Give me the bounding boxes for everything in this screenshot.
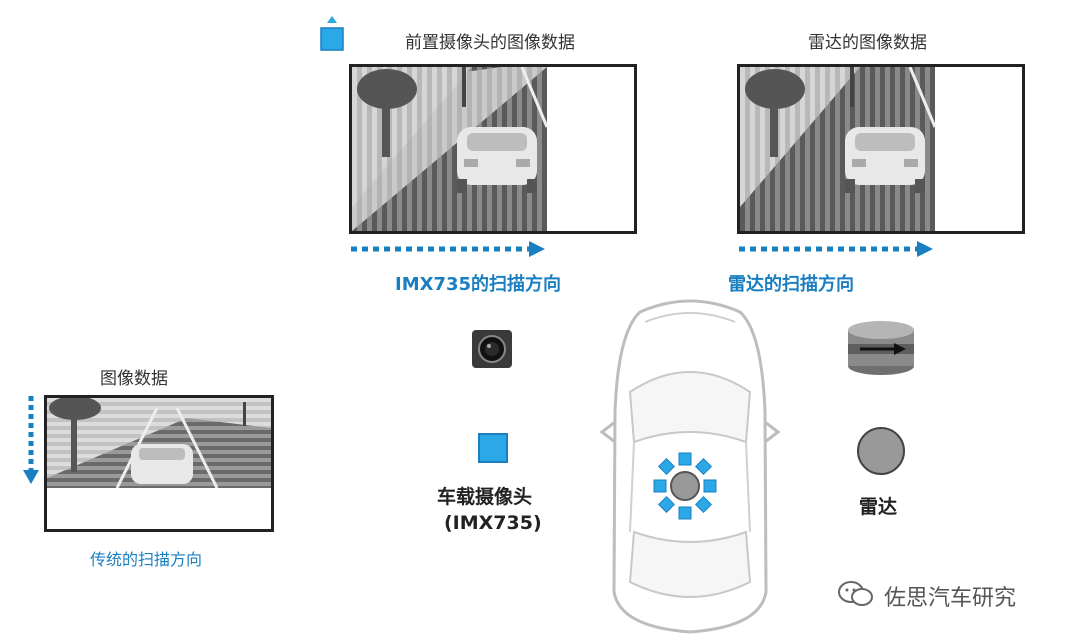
radar-scene	[740, 67, 937, 231]
traditional-scene	[47, 398, 271, 489]
front-scan-direction-arrow	[349, 240, 549, 258]
radar-scan-label: 雷达的扫描方向	[728, 274, 854, 295]
radar-legend-circle-icon	[855, 425, 907, 477]
radar-legend-label: 雷达	[859, 496, 898, 518]
camera-module-icon	[470, 328, 514, 370]
radar-device-icon	[844, 318, 918, 378]
camera-legend-square-icon	[477, 432, 509, 464]
vehicle-camera-model-label: (IMX735)	[444, 512, 542, 534]
front-scan-label: IMX735的扫描方向	[395, 274, 562, 295]
radar-scan-direction-arrow	[737, 240, 937, 258]
sensor-cluster-icon	[652, 451, 718, 521]
wechat-logo-icon	[836, 578, 876, 610]
vehicle-top-view	[599, 292, 781, 637]
front-camera-title: 前置摄像头的图像数据	[405, 33, 575, 53]
scan-direction-marker-icon	[318, 14, 346, 54]
traditional-image-panel	[44, 395, 274, 532]
radar-image-panel	[737, 64, 1025, 234]
front-camera-image-panel	[349, 64, 637, 234]
radar-image-title: 雷达的图像数据	[808, 33, 927, 53]
traditional-scan-direction-arrow	[22, 394, 40, 486]
front-camera-scene	[352, 67, 549, 231]
watermark-text: 佐思汽车研究	[884, 586, 1017, 611]
traditional-image-title: 图像数据	[100, 369, 168, 389]
traditional-scan-label: 传统的扫描方向	[90, 550, 203, 569]
vehicle-camera-label: 车载摄像头	[437, 486, 533, 508]
